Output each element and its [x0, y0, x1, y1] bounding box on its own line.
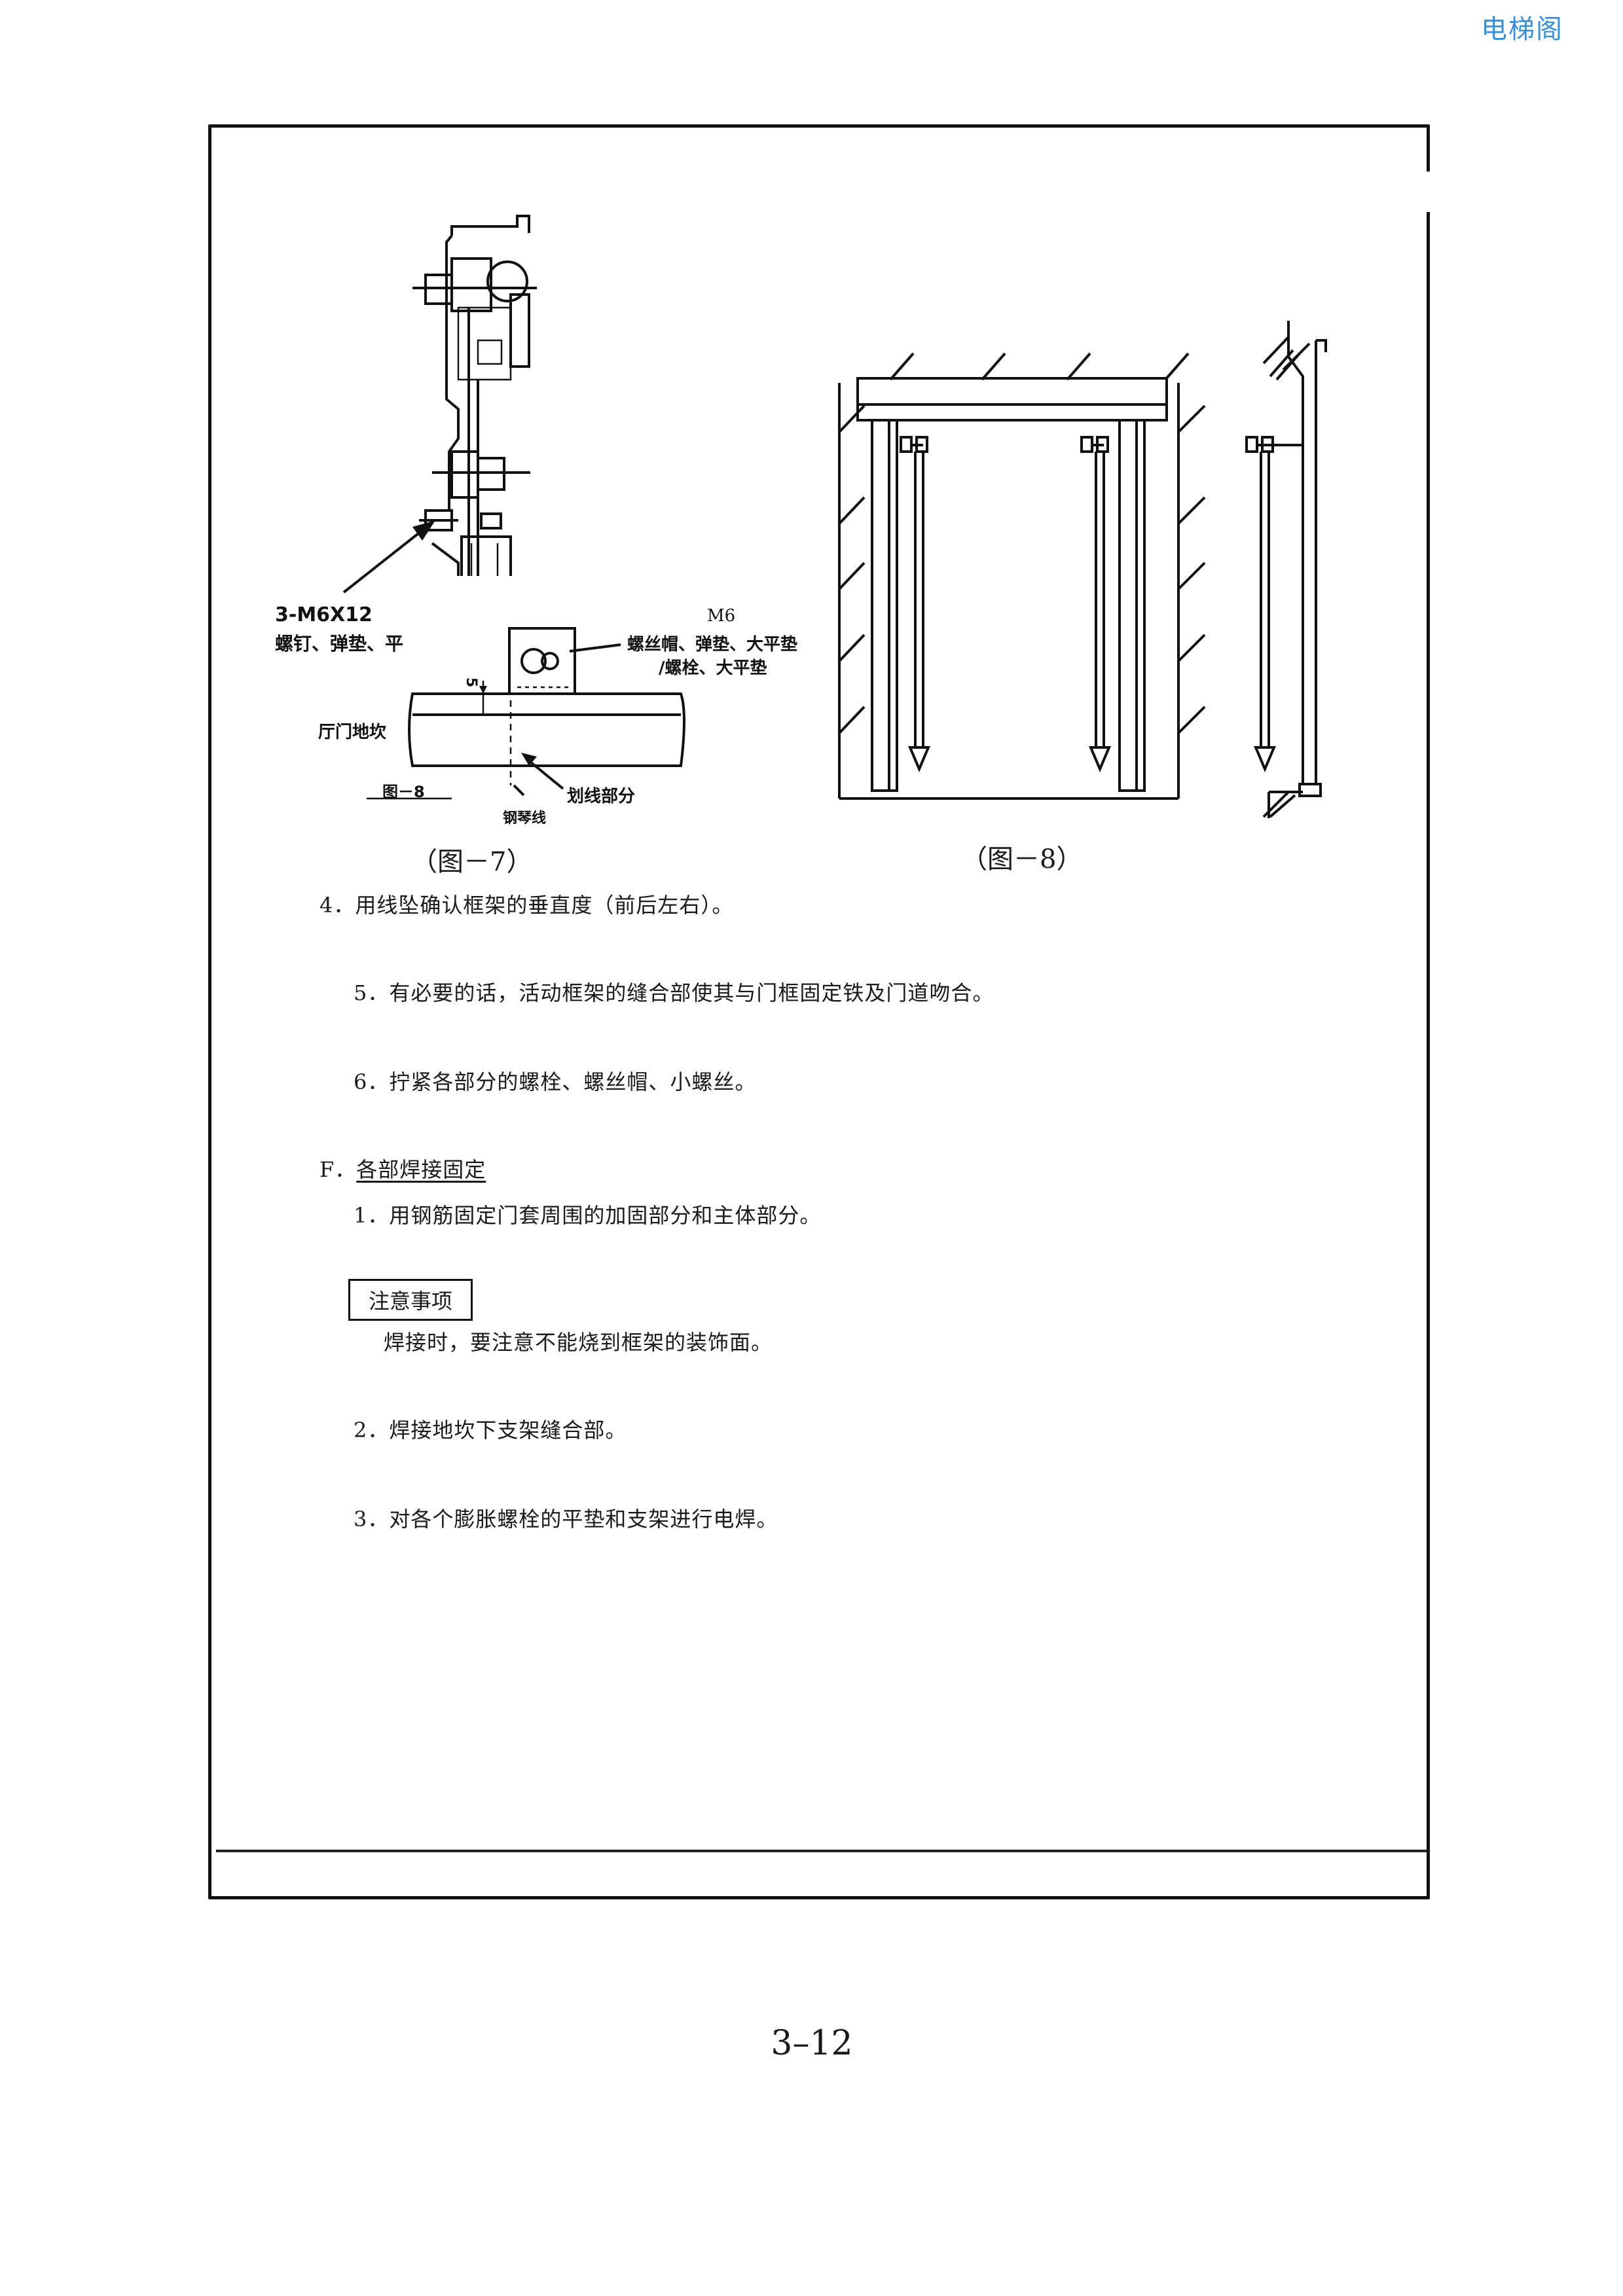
section-f-prefix: F． — [319, 1157, 357, 1182]
notice-box: 注意事项 — [348, 1279, 473, 1321]
page-number: 3–12 — [771, 2024, 853, 2063]
fig7-sub-fig-label: 图－8 — [382, 783, 425, 801]
fig7-caption: （图－7） — [411, 847, 533, 877]
fig7-sill-label: 厅门地坎 — [318, 723, 387, 742]
fig7-screw-label: 3-M6X12 — [275, 603, 373, 626]
fig7-dim-5: 5 — [463, 677, 480, 688]
section-f-heading: F．各部焊接固定 — [319, 1153, 486, 1183]
step-5: 5．有必要的话，活动框架的缝合部使其与门框固定铁及门道吻合。 — [354, 980, 994, 1005]
notice-text: 焊接时，要注意不能烧到框架的装饰面。 — [384, 1330, 773, 1355]
bottom-rule — [216, 1850, 1427, 1852]
fig7-m6-label: M6 — [707, 606, 736, 626]
fig7-m6-desc-2: /螺栓、大平垫 — [659, 658, 767, 678]
step-6: 6．拧紧各部分的螺栓、螺丝帽、小螺丝。 — [354, 1069, 757, 1094]
section-f-step-1: 1．用钢筋固定门套周围的加固部分和主体部分。 — [354, 1203, 822, 1228]
fig7-screw-desc: 螺钉、弹垫、平 — [275, 633, 404, 655]
page-frame — [208, 124, 1430, 1899]
fig7-m6-desc-1: 螺丝帽、弹垫、大平垫 — [627, 635, 798, 655]
section-f-step-3: 3．对各个膨胀螺栓的平垫和支架进行电焊。 — [354, 1507, 778, 1532]
frame-gap — [1421, 171, 1440, 212]
fig8-caption: （图－8） — [961, 844, 1083, 874]
section-f-title: 各部焊接固定 — [356, 1157, 486, 1182]
brand-watermark: 电梯阁 — [1481, 14, 1563, 45]
fig7-scribe-label: 划线部分 — [567, 787, 636, 806]
fig7-steel-wire-label: 钢琴线 — [503, 810, 547, 827]
section-f-step-2: 2．焊接地坎下支架缝合部。 — [354, 1418, 627, 1443]
step-4: 4．用线坠确认框架的垂直度（前后左右）。 — [319, 893, 734, 918]
